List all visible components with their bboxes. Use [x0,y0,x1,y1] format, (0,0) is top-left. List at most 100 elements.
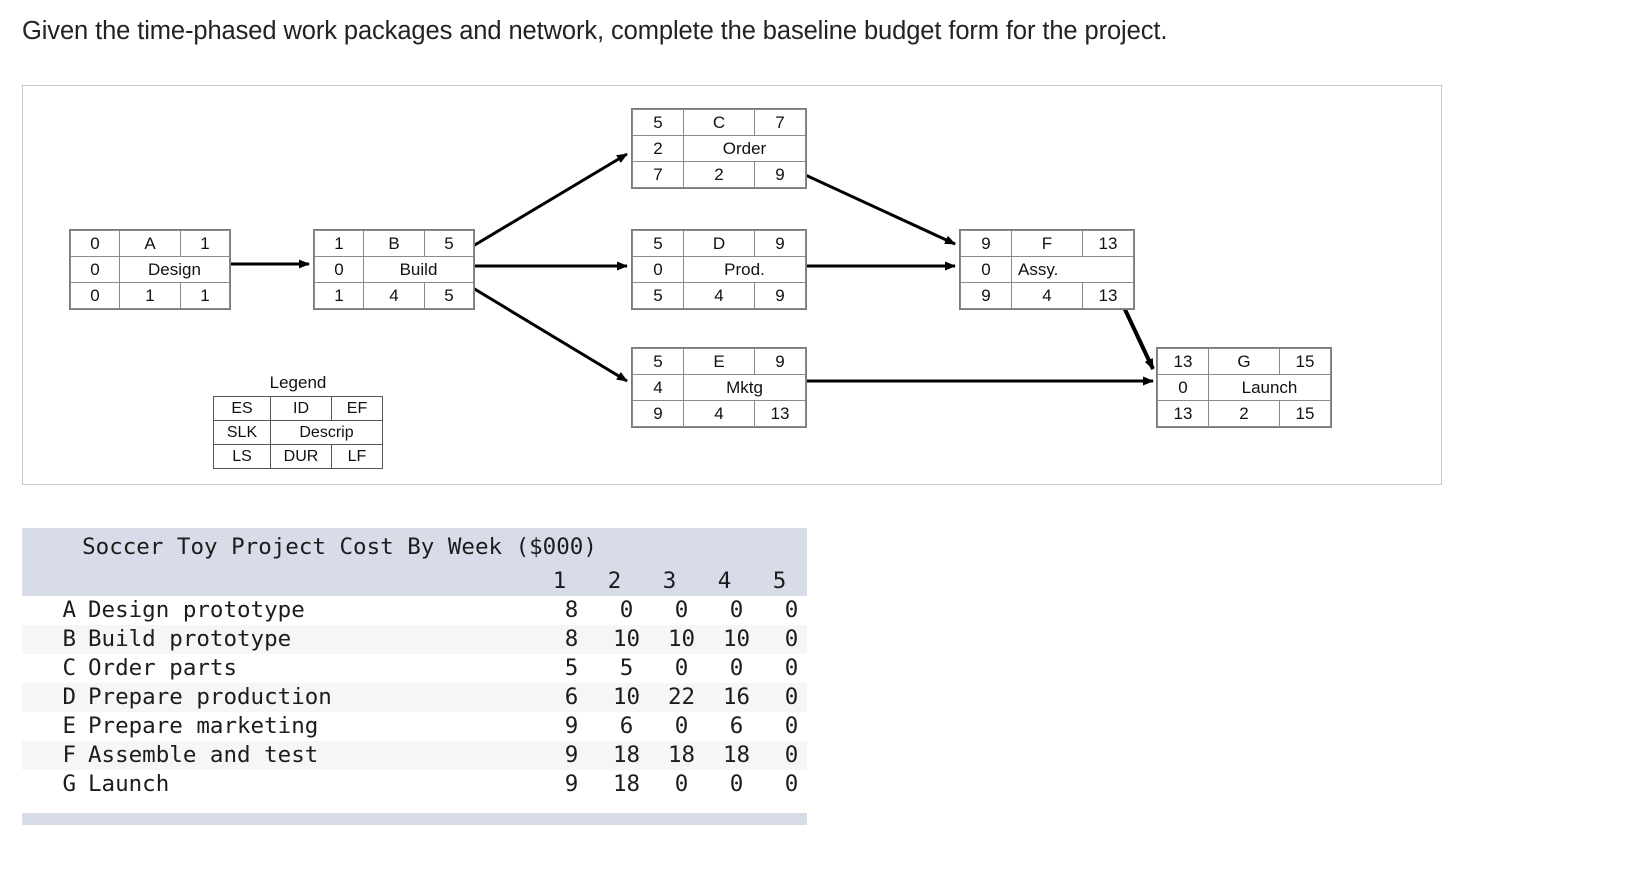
row-week4: 6 [729,713,744,739]
row-week4: 0 [729,655,744,681]
cost-table: Soccer Toy Project Cost By Week ($000) 1… [22,528,807,825]
row-week3: 0 [674,597,689,623]
node-c-dur: 2 [683,161,755,188]
network-diagram-canvas: 0 A 1 0 Design 0 1 1 1 B [23,86,1443,486]
activity-node-a[interactable]: 0 A 1 0 Design 0 1 1 [69,229,231,310]
node-b-ls: 1 [314,282,364,309]
row-name: Order parts [88,655,238,681]
node-f-id: F [1011,230,1083,257]
network-diagram-panel: 0 A 1 0 Design 0 1 1 1 B [22,85,1442,485]
node-g-lf: 15 [1279,400,1331,427]
node-a-dur: 1 [119,282,181,309]
node-e-desc: Mktg [683,374,806,401]
node-c-slk: 2 [632,135,684,162]
activity-node-e[interactable]: 5 E 9 4 Mktg 9 4 13 [631,347,807,428]
row-id: G [62,771,76,797]
row-week1: 5 [564,655,579,681]
cost-table-header: Soccer Toy Project Cost By Week ($000) 1… [22,528,807,596]
activity-node-d[interactable]: 5 D 9 0 Prod. 5 4 9 [631,229,807,310]
node-e-lf: 13 [754,400,806,427]
legend-slk: SLK [213,420,271,445]
row-week5: 0 [784,713,799,739]
row-week2: 10 [612,626,641,652]
table-row[interactable]: B Build prototype 8 10 10 10 0 [22,625,807,654]
node-f-es: 9 [960,230,1012,257]
row-name: Launch [88,771,170,797]
row-week1: 8 [564,597,579,623]
activity-node-c[interactable]: 5 C 7 2 Order 7 2 9 [631,108,807,189]
row-week4: 0 [729,597,744,623]
legend-desc: Descrip [270,420,383,445]
node-c-id: C [683,109,755,136]
node-a-ef: 1 [180,230,230,257]
node-f-slk: 0 [960,256,1012,283]
node-f-dur: 4 [1011,282,1083,309]
node-d-ls: 5 [632,282,684,309]
row-week1: 9 [564,771,579,797]
node-d-slk: 0 [632,256,684,283]
row-week4: 18 [722,742,751,768]
week-header-1: 1 [552,568,567,594]
row-id: C [62,655,76,681]
node-d-desc: Prod. [683,256,806,283]
table-row[interactable]: F Assemble and test 9 18 18 18 0 [22,741,807,770]
row-week3: 22 [667,684,696,710]
row-week5: 0 [784,742,799,768]
row-id: B [62,626,76,652]
row-id: E [62,713,76,739]
table-row[interactable]: A Design prototype 8 0 0 0 0 [22,596,807,625]
node-c-ls: 7 [632,161,684,188]
activity-node-f[interactable]: 9 F 13 0 Assy. 9 4 13 [959,229,1135,310]
node-g-ls: 13 [1157,400,1209,427]
node-e-ef: 9 [754,348,806,375]
node-g-slk: 0 [1157,374,1209,401]
row-week2: 5 [619,655,634,681]
row-week3: 18 [667,742,696,768]
row-week1: 9 [564,742,579,768]
node-d-dur: 4 [683,282,755,309]
legend-es: ES [213,396,271,421]
legend-ef: EF [331,396,383,421]
node-a-lf: 1 [180,282,230,309]
row-week5: 0 [784,655,799,681]
row-week3: 10 [667,626,696,652]
node-d-ef: 9 [754,230,806,257]
week-header-4: 4 [717,568,732,594]
cost-table-footer-band [22,813,807,825]
node-b-id: B [363,230,425,257]
row-week1: 8 [564,626,579,652]
activity-node-b[interactable]: 1 B 5 0 Build 1 4 5 [313,229,475,310]
node-c-es: 5 [632,109,684,136]
node-f-ef: 13 [1082,230,1134,257]
node-a-ls: 0 [70,282,120,309]
node-e-dur: 4 [683,400,755,427]
legend-id: ID [270,396,332,421]
table-row[interactable]: D Prepare production 6 10 22 16 0 [22,683,807,712]
row-week5: 0 [784,626,799,652]
table-row[interactable]: G Launch 9 18 0 0 0 [22,770,807,799]
table-row[interactable]: C Order parts 5 5 0 0 0 [22,654,807,683]
activity-node-g[interactable]: 13 G 15 0 Launch 13 2 15 [1156,347,1332,428]
legend-title: Legend [269,373,327,392]
node-e-id: E [683,348,755,375]
node-f-desc: Assy. [1011,256,1134,283]
table-row[interactable]: E Prepare marketing 9 6 0 6 0 [22,712,807,741]
week-header-3: 3 [662,568,677,594]
node-d-id: D [683,230,755,257]
row-week3: 0 [674,655,689,681]
node-f-ls: 9 [960,282,1012,309]
row-week2: 18 [612,771,641,797]
node-b-slk: 0 [314,256,364,283]
node-b-ef: 5 [424,230,474,257]
node-f-lf: 13 [1082,282,1134,309]
node-c-desc: Order [683,135,806,162]
week-header-2: 2 [607,568,622,594]
row-id: D [62,684,76,710]
node-g-dur: 2 [1208,400,1280,427]
row-name: Design prototype [88,597,305,623]
node-e-slk: 4 [632,374,684,401]
cost-table-title: Soccer Toy Project Cost By Week ($000) [82,534,597,560]
row-week4: 16 [722,684,751,710]
row-week1: 9 [564,713,579,739]
page-title: Given the time-phased work packages and … [22,17,1168,45]
